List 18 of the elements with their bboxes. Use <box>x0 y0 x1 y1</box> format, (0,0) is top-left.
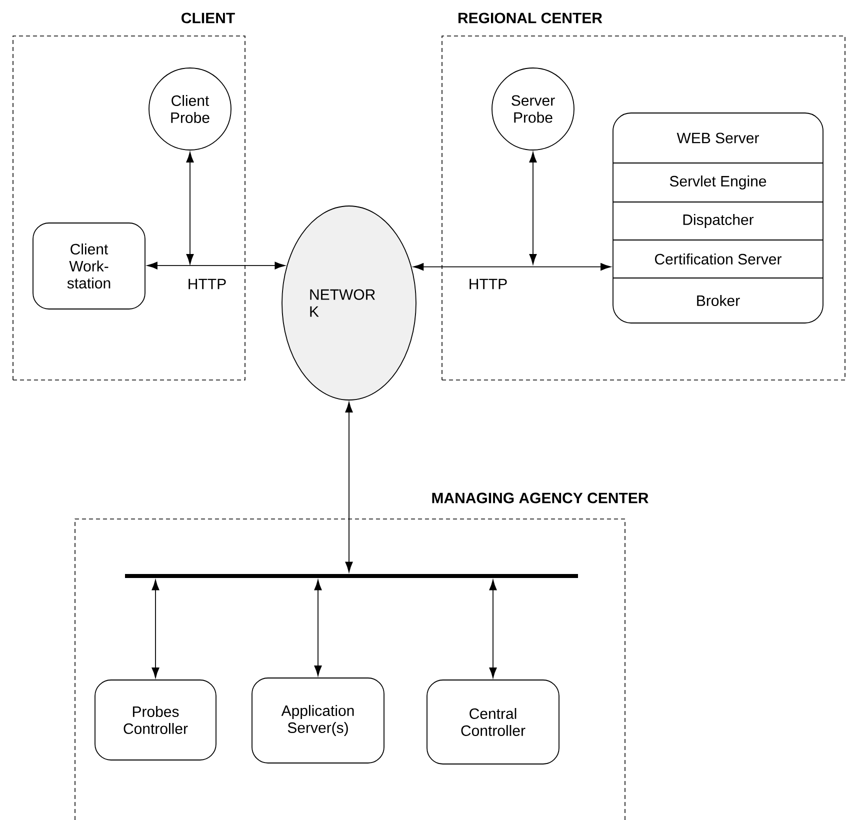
arrow <box>345 402 353 572</box>
node-label: REGIONAL CENTER <box>458 12 602 24</box>
node-label: CLIENT <box>182 12 235 24</box>
arrow <box>152 580 160 678</box>
component-box: Central Controller <box>426 680 560 764</box>
arrow <box>186 152 194 264</box>
component-box: Probes Controller <box>94 680 216 760</box>
arrow <box>314 580 322 676</box>
server-stack-box: WEB Server Servlet Engine Dispatcher Certification Server Broker <box>612 112 824 324</box>
node-label: MANAGING AGENCY CENTER <box>432 492 648 504</box>
arrow <box>529 152 537 264</box>
component-box: Client Work-station <box>32 222 146 310</box>
edge-label: HTTP <box>467 278 509 290</box>
arrow <box>489 580 497 678</box>
component-box: Application Server(s) <box>252 678 384 764</box>
arrow <box>147 262 286 270</box>
arrow <box>413 263 611 271</box>
edge-label: HTTP <box>186 278 228 290</box>
